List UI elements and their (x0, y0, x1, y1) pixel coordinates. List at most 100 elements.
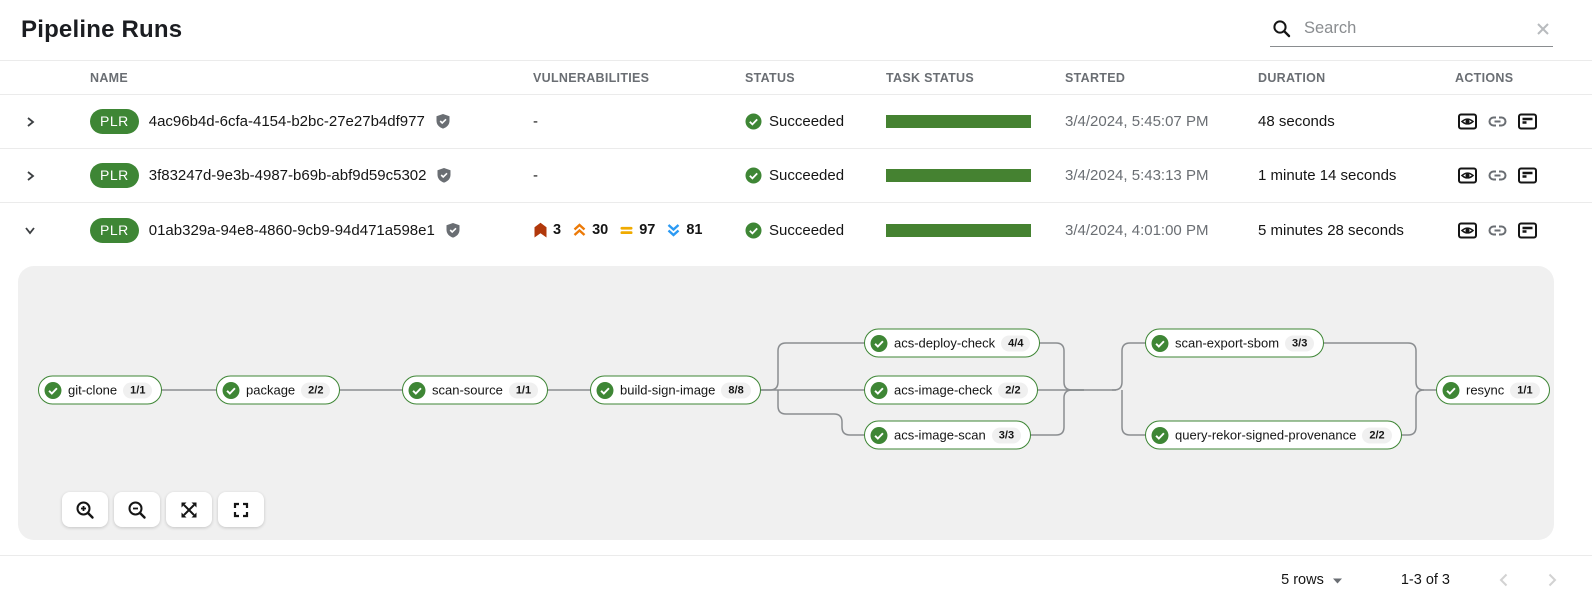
link-icon (1486, 220, 1509, 241)
topbar: Pipeline Runs (0, 0, 1592, 60)
link-icon (1486, 165, 1509, 186)
task-count-badge: 4/4 (1001, 335, 1031, 351)
eye-icon (1457, 111, 1478, 132)
logs-button[interactable] (1517, 165, 1538, 186)
search-icon (1272, 19, 1291, 38)
task-success-icon (222, 381, 240, 399)
task-count-badge: 8/8 (721, 382, 751, 398)
logs-icon (1517, 220, 1538, 241)
task-node-acs-image-scan[interactable]: acs-image-scan 3/3 (864, 420, 1032, 450)
close-icon (1535, 21, 1551, 37)
column-header-duration: DURATION (1258, 70, 1326, 85)
status-success-icon (745, 113, 762, 130)
page-title: Pipeline Runs (21, 16, 183, 43)
task-success-icon (1151, 426, 1169, 444)
status-label: Succeeded (769, 221, 845, 239)
pipeline-run-name: 4ac96b4d-6cfa-4154-b2bc-27e27b4df977 (148, 113, 425, 130)
table-row: PLR 01ab329a-94e8-4860-9cb9-94d471a598e1… (0, 203, 1592, 257)
view-output-button[interactable] (1457, 220, 1478, 241)
view-output-button[interactable] (1457, 111, 1478, 132)
started-timestamp: 3/4/2024, 4:01:00 PM (1065, 221, 1209, 239)
column-header-task-status: TASK STATUS (886, 70, 975, 85)
started-timestamp: 3/4/2024, 5:45:07 PM (1065, 113, 1209, 130)
task-success-icon (1151, 334, 1169, 352)
expand-row-button[interactable] (23, 115, 37, 129)
logs-button[interactable] (1517, 111, 1538, 132)
high-severity-icon (572, 222, 587, 238)
collapse-row-button[interactable] (23, 223, 37, 237)
plr-badge: PLR (90, 163, 139, 188)
fit-to-screen-button[interactable] (166, 492, 212, 527)
task-success-icon (1442, 381, 1460, 399)
signed-shield-icon (436, 167, 452, 184)
status-success-icon (745, 222, 762, 239)
zoom-in-icon (75, 500, 95, 520)
task-count-badge: 1/1 (1510, 382, 1540, 398)
duration-value: 48 seconds (1258, 113, 1335, 130)
duration-value: 1 minute 14 seconds (1258, 167, 1397, 184)
task-count-badge: 1/1 (508, 382, 539, 398)
expanded-row-panel: git-clone 1/1 package 2/2 scan-source 1/… (0, 257, 1592, 556)
task-success-icon (870, 426, 888, 444)
task-node-resync[interactable]: resync 1/1 (1436, 375, 1550, 405)
fullscreen-icon (231, 500, 251, 520)
pipeline-graph-panel: git-clone 1/1 package 2/2 scan-source 1/… (18, 266, 1554, 540)
task-success-icon (596, 381, 614, 399)
clear-search-button[interactable] (1535, 21, 1551, 37)
column-header-actions: ACTIONS (1455, 70, 1514, 85)
search-input[interactable] (1302, 18, 1524, 39)
logs-icon (1517, 165, 1538, 186)
duration-value: 5 minutes 28 seconds (1258, 221, 1404, 239)
task-count-badge: 2/2 (998, 382, 1028, 398)
table-row: PLR 3f83247d-9e3b-4987-b69b-abf9d59c5302… (0, 149, 1592, 203)
column-header-vulnerabilities: VULNERABILITIES (533, 70, 650, 85)
link-icon (1486, 111, 1509, 132)
plr-badge: PLR (90, 217, 139, 243)
task-success-icon (44, 381, 62, 399)
low-severity-icon (666, 222, 681, 238)
task-node-acs-image-check[interactable]: acs-image-check 2/2 (864, 375, 1038, 405)
vulnerability-medium: 97 (619, 222, 655, 238)
task-success-icon (408, 381, 426, 399)
table-header-row: NAME VULNERABILITIES STATUS TASK STATUS … (0, 60, 1592, 95)
fullscreen-button[interactable] (218, 492, 264, 527)
task-node-scan-export-sbom[interactable]: scan-export-sbom 3/3 (1145, 328, 1325, 358)
chevron-right-icon (23, 169, 37, 183)
pipeline-run-name: 01ab329a-94e8-4860-9cb9-94d471a598e1 (148, 221, 435, 239)
chevron-down-icon (23, 223, 37, 237)
task-node-acs-deploy-check[interactable]: acs-deploy-check 4/4 (864, 328, 1041, 358)
previous-page-button[interactable] (1494, 570, 1514, 590)
pagination-bar: 5 rows 1-3 of 3 (0, 556, 1592, 604)
eye-icon (1457, 220, 1478, 241)
chevron-right-icon (1542, 570, 1562, 590)
view-output-button[interactable] (1457, 165, 1478, 186)
task-count-badge: 2/2 (301, 382, 331, 398)
task-count-badge: 2/2 (1362, 427, 1392, 443)
task-node-package[interactable]: package 2/2 (216, 375, 341, 405)
task-node-build-sign-image[interactable]: build-sign-image 8/8 (590, 375, 761, 405)
task-node-git-clone[interactable]: git-clone 1/1 (38, 375, 163, 405)
link-button[interactable] (1486, 220, 1509, 241)
task-status-bar (886, 115, 1031, 128)
task-success-icon (870, 334, 888, 352)
table-row: PLR 4ac96b4d-6cfa-4154-b2bc-27e27b4df977… (0, 95, 1592, 149)
medium-severity-icon (619, 222, 634, 238)
column-header-started: STARTED (1065, 70, 1126, 85)
pipeline-run-name: 3f83247d-9e3b-4987-b69b-abf9d59c5302 (148, 167, 427, 184)
expand-row-button[interactable] (23, 169, 37, 183)
signed-shield-icon (445, 222, 461, 239)
rows-per-page-dropdown[interactable]: 5 rows (1275, 571, 1349, 589)
next-page-button[interactable] (1542, 570, 1562, 590)
search-box (1270, 13, 1553, 47)
task-node-scan-source[interactable]: scan-source 1/1 (402, 375, 549, 405)
link-button[interactable] (1486, 111, 1509, 132)
vulnerability-low: 81 (666, 222, 703, 238)
link-button[interactable] (1486, 165, 1509, 186)
zoom-in-button[interactable] (62, 492, 108, 527)
task-node-query-rekor-signed-provenance[interactable]: query-rekor-signed-provenance 2/2 (1145, 420, 1402, 450)
started-timestamp: 3/4/2024, 5:43:13 PM (1065, 167, 1209, 184)
zoom-out-button[interactable] (114, 492, 160, 527)
logs-button[interactable] (1517, 220, 1538, 241)
task-count-badge: 3/3 (1285, 335, 1315, 351)
